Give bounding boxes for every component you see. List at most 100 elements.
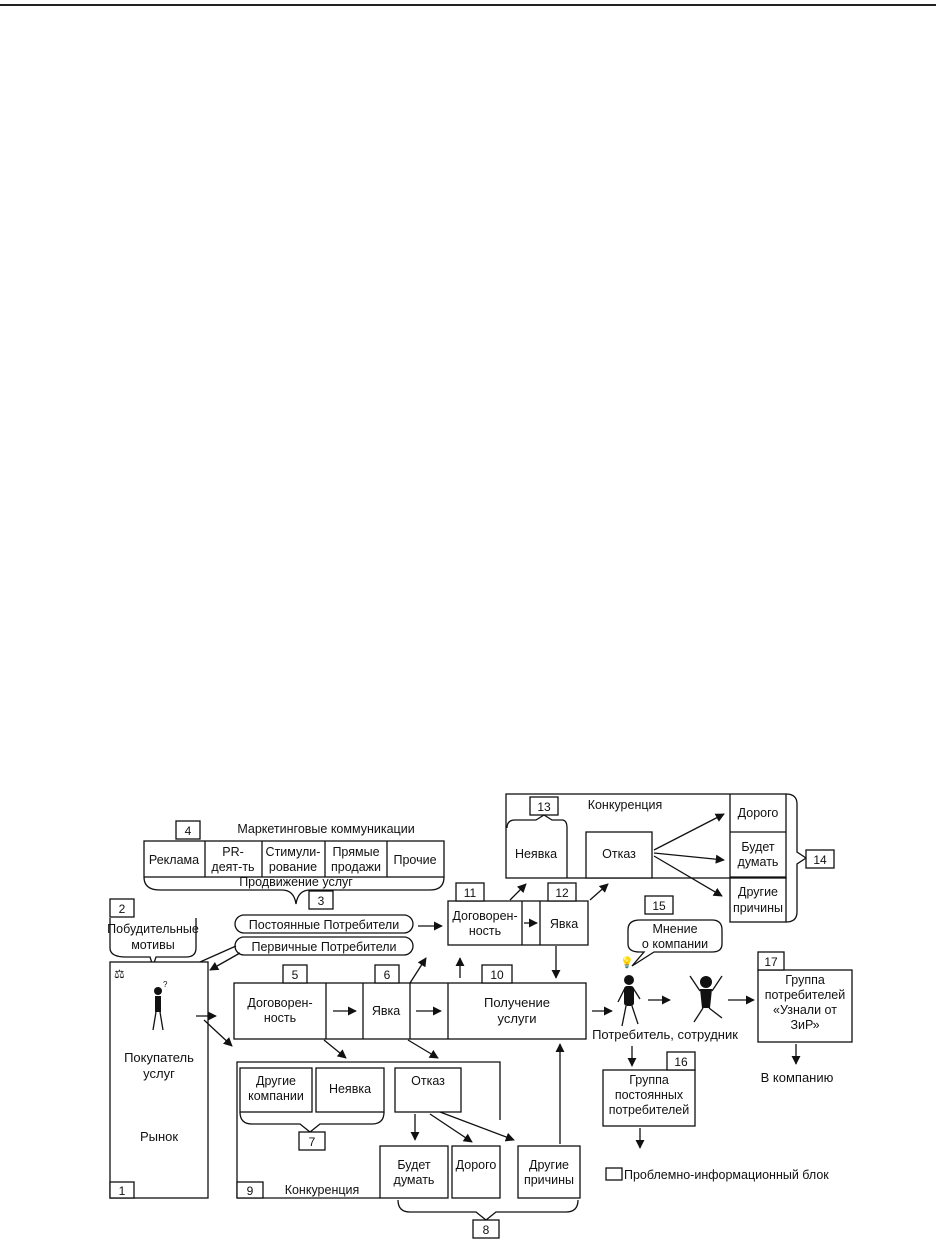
block-15-opinion: 15 Мнение о компании [627,895,723,967]
regular-group-l3: потребителей [609,1103,689,1117]
other-companies-box [239,1067,313,1113]
block-number: 5 [292,968,299,982]
block-number-box [805,849,835,869]
upper-other-reasons-box [729,877,787,923]
blocks-11-12: 11 12 Договорен- ность Явка [447,882,609,946]
block-1-market: ⚖ ? Покупатель услуг Рынок 1 [109,961,209,1199]
main-process-row: 5 6 10 Договорен- ность Явка Получение у… [233,946,613,1059]
consumer-employee-label: Потребитель, сотрудник [592,1027,738,1042]
lower-expensive: Дорого [456,1158,497,1172]
upper-refusal: Отказ [602,847,636,861]
block-3-promotion: Продвижение услуг 3 [143,875,445,910]
regular-consumers-label: Постоянные Потребители [249,918,399,932]
lower-expensive-box [451,1145,501,1199]
block-number: 17 [764,955,778,969]
block-number: 10 [490,968,504,982]
lower-noshow: Неявка [329,1082,371,1096]
service-l1: Получение [484,995,550,1010]
opinion-speech-bubble [627,919,723,967]
buyer-label-l1: Покупатель [124,1050,194,1065]
upper-competition-title: Конкуренция [588,798,663,812]
block-number: 11 [464,886,477,900]
cell-direct-sales-l1: Прямые [332,845,379,859]
block-number: 8 [483,1223,490,1237]
promotion-label: Продвижение услуг [239,875,353,889]
block-number: 13 [537,800,551,814]
block-number-box [481,964,513,984]
lower-other-reasons-box [517,1145,581,1199]
regular-group-l1: Группа [629,1073,669,1087]
block-number: 7 [309,1135,316,1149]
block-number: 1 [119,1184,126,1198]
regular-group-box [602,1069,696,1127]
upper-expensive: Дорого [738,806,779,820]
block-2-motives: 2 Побудительные мотивы [107,898,199,969]
block-number: 2 [119,902,126,916]
agreement-5-l2: ность [264,1011,296,1025]
regular-group-l2: постоянных [615,1088,684,1102]
block-number-box [547,882,577,902]
lightbulb-icon: 💡 [620,956,634,969]
marketing-cells-frame [143,840,445,878]
cell-pr-l2: деят-ть [211,860,254,874]
scales-icon: ⚖ [114,967,125,981]
block-number: 4 [185,824,192,838]
cell-advertising: Реклама [149,853,199,867]
other-companies-l2: компании [248,1089,304,1103]
wom-l1: Группа [785,973,825,987]
lower-think-l2: думать [394,1173,435,1187]
to-company-label: В компанию [761,1070,834,1085]
block-number-box [455,882,485,902]
lower-noshow-box [315,1067,385,1113]
block-number: 16 [674,1055,688,1069]
block-number-box [666,1051,696,1071]
buyer-figure-icon: ? [152,980,168,1031]
block-number-box [644,895,674,915]
wom-l4: ЗиР» [790,1018,819,1032]
lower-refusal-box [394,1067,462,1113]
lower-other-l2: причины [524,1173,574,1187]
upper-other-l2: причины [733,901,783,915]
lower-competition-title: Конкуренция [285,1183,360,1197]
upper-noshow: Неявка [515,847,557,861]
service-l2: услуги [498,1011,537,1026]
attendance-12: Явка [550,917,578,931]
lower-think-box [379,1145,449,1199]
opinion-l2: о компании [642,937,708,951]
market-label: Рынок [140,1129,178,1144]
block-number-box [757,951,785,971]
page-top-rule [0,4,936,6]
agreement-11-l2: ность [469,924,501,938]
consumer-pills: Постоянные Потребители Первичные Потреби… [181,914,443,971]
block-17-word-of-mouth-group: 17 Группа потребителей «Узнали от ЗиР» В… [757,951,853,1085]
agreement-5-l1: Договорен- [247,996,312,1010]
wom-l3: «Узнали от [773,1003,837,1017]
motives-l1: Побудительные [107,922,199,936]
arrow-market-to-competition [203,1019,233,1047]
block-number-box [308,890,334,910]
block-number: 12 [555,886,569,900]
block-4-title: Маркетинговые коммуникации [237,822,414,836]
legend-swatch [605,1167,623,1181]
consumer-figure-icon: 💡 [617,956,641,1027]
block-number-box [109,898,135,918]
block-number: 9 [247,1184,254,1198]
block-13-upper-competition: 13 Конкуренция Неявка Отказ Дорого Будет… [505,793,835,923]
cell-stimulation-l1: Стимули- [266,845,321,859]
svg-text:?: ? [163,980,168,989]
primary-consumers-label: Первичные Потребители [251,940,396,954]
lower-think-l1: Будет [397,1158,431,1172]
block-number-box [236,1181,264,1199]
cell-direct-sales-l2: продажи [331,860,381,874]
lower-refusal: Отказ [411,1074,445,1088]
upper-think-l2: думать [738,855,779,869]
block-number: 3 [318,894,325,908]
block-4-marketing-communications: 4 Маркетинговые коммуникации Реклама PR-… [143,820,445,878]
block-9-lower-competition: Другие компании Неявка Отказ 7 Будет дум… [236,1043,581,1239]
upper-think-l1: Будет [741,840,775,854]
block-16-regular-group: 16 Группа постоянных потребителей [602,1051,696,1149]
legend: Проблемно-информационный блок [605,1167,829,1182]
cell-other: Прочие [393,853,436,867]
block-number: 14 [813,853,827,867]
